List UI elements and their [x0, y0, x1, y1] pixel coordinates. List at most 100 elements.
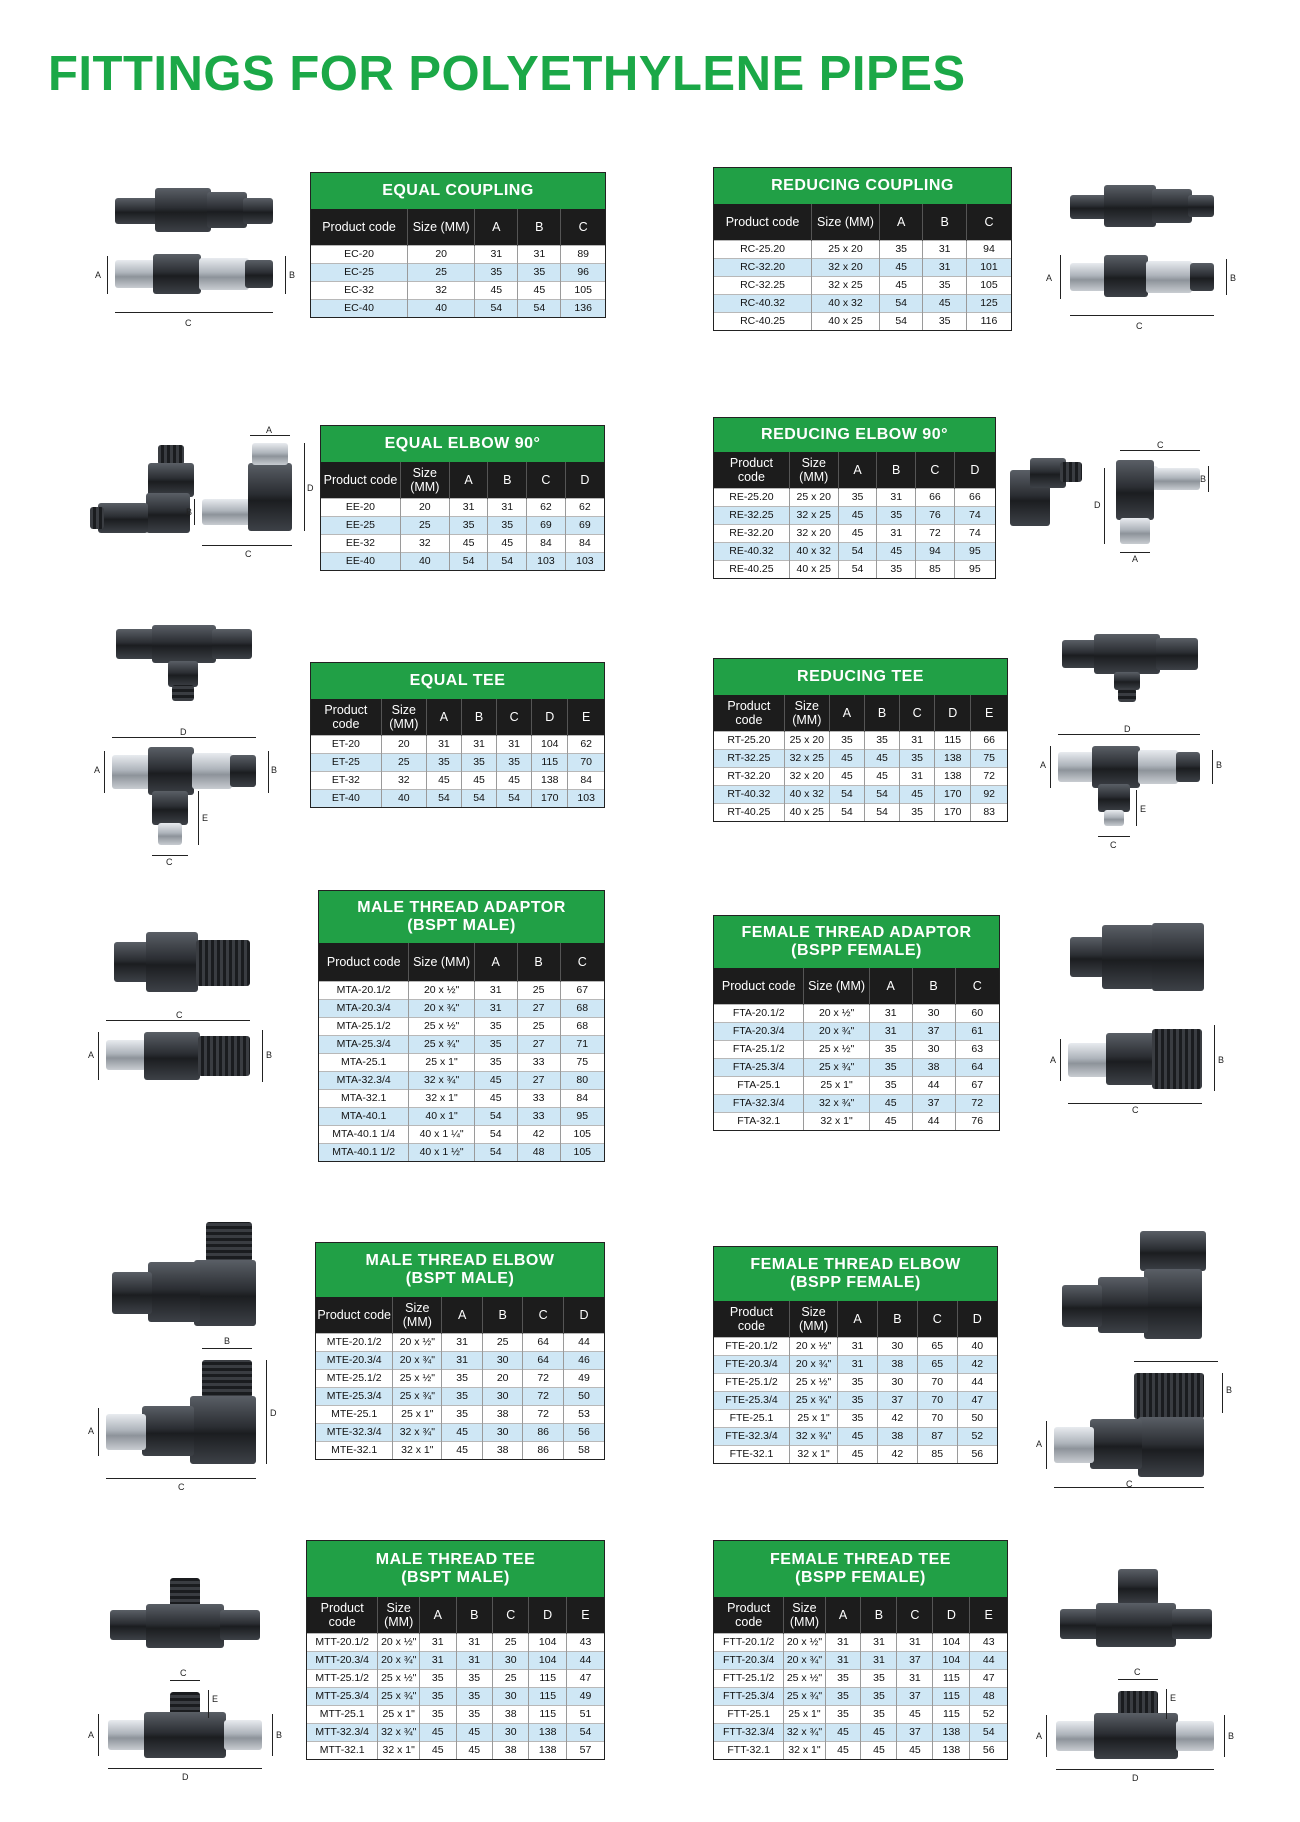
table-cell: FTT-32.3/4: [714, 1722, 785, 1741]
reducing-tee-illustration: A B C D E: [1040, 620, 1240, 860]
dim-label-d: D: [180, 727, 187, 737]
table-cell: 62: [526, 497, 566, 516]
table-cell: MTE-25.3/4: [316, 1386, 394, 1405]
table-cell: 75: [970, 748, 1007, 767]
table-subtitle-text: (BSPP FEMALE): [795, 1569, 926, 1586]
table-cell: 20 x ½": [392, 1332, 443, 1351]
table-title: MALE THREAD TEE(BSPT MALE): [307, 1541, 604, 1597]
table-cell: 20 x ¾": [377, 1650, 421, 1669]
table-cell: 54: [496, 788, 533, 807]
table-cell: RC-32.20: [714, 257, 813, 276]
table-cell: 42: [877, 1408, 918, 1427]
table-cell: 32 x ¾": [408, 1070, 475, 1089]
table-cell: 63: [955, 1039, 999, 1058]
table-cell: 70: [917, 1372, 958, 1391]
table-cell: 35: [456, 1686, 493, 1705]
table-cell: 33: [517, 1052, 561, 1071]
table-cell: 54: [969, 1722, 1007, 1741]
table-cell: 85: [915, 559, 955, 578]
table-cell: 54: [864, 784, 901, 803]
table-cell: 45: [922, 293, 967, 312]
table-cell: 42: [957, 1354, 997, 1373]
table-cell: RE-25.20: [714, 487, 790, 506]
table-cell: 57: [566, 1740, 604, 1759]
table-cell: 67: [560, 980, 604, 999]
table-cell: 32 x 25: [811, 275, 880, 294]
column-header: D: [954, 452, 995, 488]
table-cell: 20: [482, 1368, 524, 1387]
table-cell: 25: [517, 980, 561, 999]
column-header: Size (MM): [392, 1297, 443, 1333]
table-cell: 25: [492, 1632, 530, 1651]
table-cell: 37: [896, 1650, 934, 1669]
table-cell: 45: [474, 280, 519, 299]
column-header: E: [567, 699, 604, 735]
dim-label-a: A: [88, 1426, 95, 1436]
table-cell: 35: [441, 1404, 483, 1423]
table-cell: 31: [876, 487, 917, 506]
table-cell: 38: [492, 1740, 530, 1759]
table-cell: ET-40: [311, 788, 382, 807]
table-cell: 54: [864, 802, 901, 821]
table-title: EQUAL TEE: [311, 663, 604, 699]
table-cell: 35: [419, 1686, 457, 1705]
table-cell: 35: [825, 1686, 862, 1705]
table-cell: 58: [563, 1440, 604, 1459]
table-cell: 32 x 1": [803, 1111, 870, 1130]
dim-label-b: B: [1218, 1055, 1225, 1065]
table-cell: 54: [829, 802, 865, 821]
table-cell: 44: [969, 1650, 1007, 1669]
table-cell: 45: [474, 1070, 518, 1089]
table-cell: 80: [560, 1070, 604, 1089]
table-cell: 105: [560, 280, 605, 299]
dim-label-d: D: [1132, 1773, 1139, 1783]
male-thread-elbow-illustration: A B C D: [88, 1210, 290, 1492]
table-title-text: FEMALE THREAD TEE: [770, 1551, 951, 1568]
table-title: REDUCING COUPLING: [714, 168, 1011, 204]
table-cell: MTT-25.1: [307, 1704, 379, 1723]
table-cell: 31: [922, 257, 967, 276]
table-cell: 72: [522, 1404, 564, 1423]
table-cell: 72: [970, 766, 1007, 785]
table-cell: 49: [563, 1368, 604, 1387]
dim-label-c: C: [1134, 1667, 1141, 1677]
table-cell: 45: [419, 1740, 457, 1759]
table-cell: 84: [526, 533, 566, 552]
equal-elbow-illustration: A B C D: [90, 425, 315, 565]
table-cell: 31: [896, 1632, 934, 1651]
table-title-text: MALE THREAD ADAPTOR: [357, 899, 566, 916]
table-cell: 94: [915, 541, 955, 560]
table-cell: 86: [522, 1440, 564, 1459]
table-title-text: FEMALE THREAD ADAPTOR: [741, 924, 972, 941]
table-cell: 31: [860, 1632, 898, 1651]
table-cell: 70: [917, 1390, 958, 1409]
table-cell: MTT-20.1/2: [307, 1632, 379, 1651]
table-cell: 35: [899, 802, 936, 821]
table-cell: 35: [825, 1704, 862, 1723]
table-cell: 32 x 20: [789, 523, 839, 542]
table-cell: 45: [896, 1740, 934, 1759]
dim-label-a: A: [1132, 554, 1139, 564]
table-title-text: REDUCING ELBOW 90°: [761, 426, 948, 443]
table-cell: 31: [487, 497, 528, 516]
table-cell: 45: [864, 748, 901, 767]
table-cell: RE-40.32: [714, 541, 790, 560]
table-cell: 84: [567, 770, 604, 789]
